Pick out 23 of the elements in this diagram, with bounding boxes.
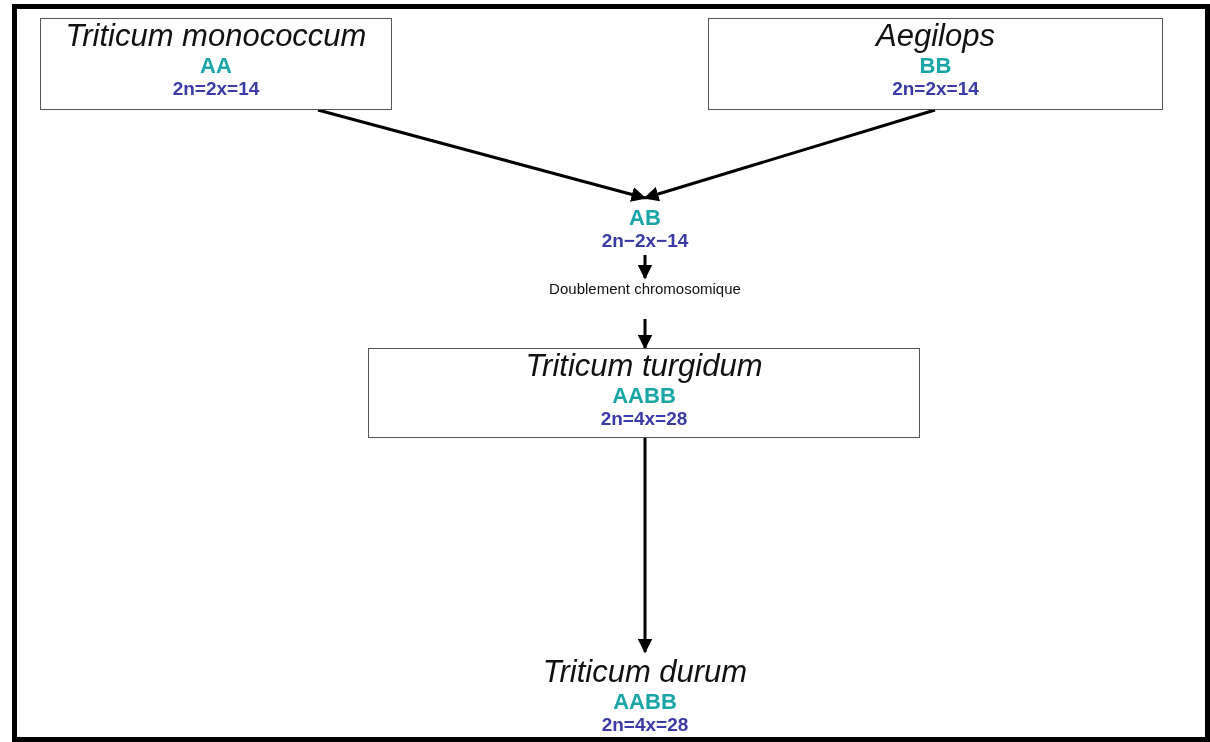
arrow	[637, 255, 653, 280]
genome-label: AB	[629, 205, 661, 230]
chromosome-formula: 2n=2x=14	[172, 78, 260, 100]
arrow	[317, 108, 647, 202]
genome-label: AA	[200, 53, 232, 78]
chromosome-formula: 2n−2x−14	[601, 230, 689, 252]
taxon-box	[368, 348, 920, 438]
species-name: Aegilops	[876, 19, 995, 53]
arrow	[637, 438, 653, 654]
genome-label: BB	[919, 53, 952, 78]
genome-label: AABB	[612, 383, 676, 408]
process-note: Doublement chromosomique	[549, 280, 741, 297]
chromosome-formula: 2n=4x=28	[600, 408, 688, 430]
chromosome-formula: 2n=2x=14	[892, 78, 979, 100]
taxon-box	[708, 18, 1163, 110]
taxon-box	[40, 18, 392, 110]
arrow	[637, 319, 653, 350]
species-name: Triticum monococcum	[65, 19, 367, 53]
species-name: Triticum turgidum	[525, 349, 763, 383]
chromosome-formula: 2n=4x=28	[601, 714, 689, 736]
arrow	[643, 108, 936, 202]
genome-label: AABB	[613, 689, 677, 714]
species-name: Triticum durum	[542, 655, 748, 689]
